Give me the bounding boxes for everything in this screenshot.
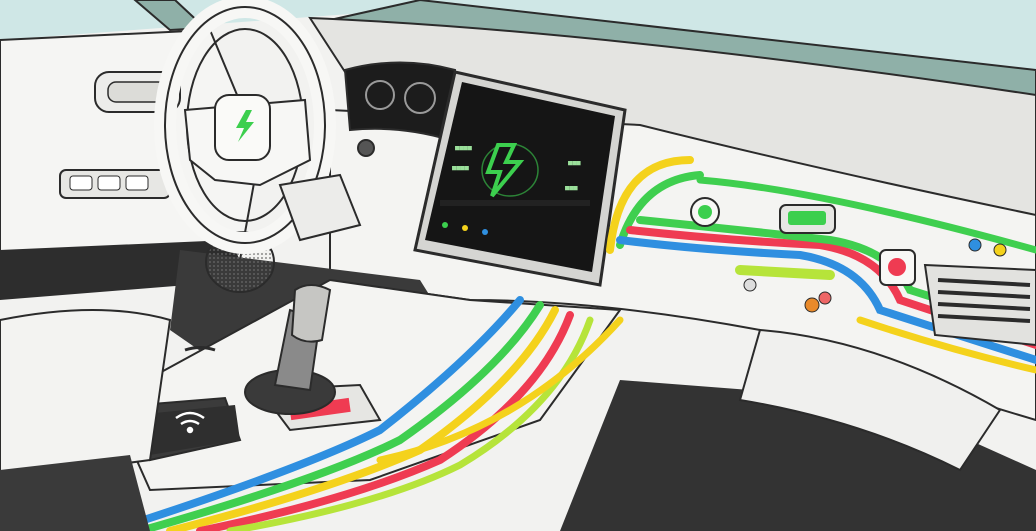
windshield-sky: [0, 0, 1036, 85]
knob: [968, 238, 982, 252]
svg-text:■■■: ■■■: [568, 159, 581, 167]
driver-seat: [0, 309, 172, 482]
lightning-bolt-icon: [236, 110, 254, 142]
gauge-left: [365, 80, 395, 110]
air-vent: [923, 263, 1036, 347]
seat-shadow: [0, 455, 150, 531]
instrument-cluster: [343, 61, 457, 142]
knob: [804, 297, 820, 313]
start-button: [357, 139, 375, 157]
glovebox: [738, 328, 1002, 472]
steering-wheel: [154, 0, 336, 254]
knob: [818, 291, 832, 305]
svg-text:■■■■: ■■■■: [455, 144, 473, 152]
window-switch: [69, 175, 93, 191]
steering-column: [278, 173, 362, 242]
module-badge-center: [698, 205, 712, 219]
infotainment-screen: ■■■■ ■■■■ ■■■ ■■■: [413, 70, 627, 287]
svg-text:■■■: ■■■: [565, 184, 578, 192]
control-module-display: [788, 211, 826, 225]
warning-module-icon: [888, 258, 906, 276]
knob: [743, 278, 757, 292]
gear-shifter: [244, 284, 336, 415]
knob: [993, 243, 1007, 257]
window-switch: [125, 175, 149, 191]
svg-text:■■■■: ■■■■: [452, 164, 470, 172]
wireless-signal-icon: [175, 411, 205, 434]
window-switch: [97, 175, 121, 191]
gauge-right: [404, 82, 436, 114]
